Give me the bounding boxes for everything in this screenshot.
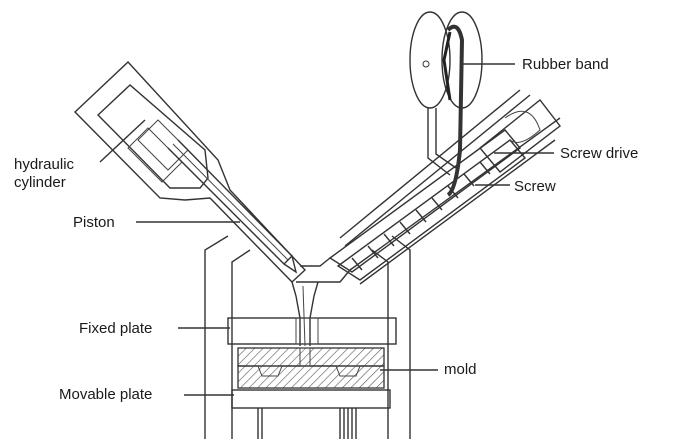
mold xyxy=(237,347,385,389)
nozzle xyxy=(291,257,351,347)
label-hydraulic-cylinder: hydraulic cylinder xyxy=(14,156,75,191)
hydraulic-cylinder xyxy=(73,61,306,283)
piston xyxy=(167,139,298,274)
label-rubber-band: Rubber band xyxy=(522,56,609,73)
label-piston: Piston xyxy=(73,214,115,231)
rubber-band-assembly xyxy=(409,11,483,197)
tie-rods xyxy=(257,408,357,439)
label-screw: Screw xyxy=(514,178,556,195)
movable-plate xyxy=(231,389,391,409)
label-fixed-plate: Fixed plate xyxy=(79,320,153,337)
label-movable-plate: Movable plate xyxy=(59,386,153,403)
label-mold: mold xyxy=(444,361,477,378)
screw-barrel xyxy=(328,89,561,285)
leader-lines xyxy=(99,63,554,396)
fixed-plate xyxy=(227,317,397,345)
label-screw-drive: Screw drive xyxy=(560,145,639,162)
leader-hydraulic-cylinder xyxy=(99,119,146,163)
